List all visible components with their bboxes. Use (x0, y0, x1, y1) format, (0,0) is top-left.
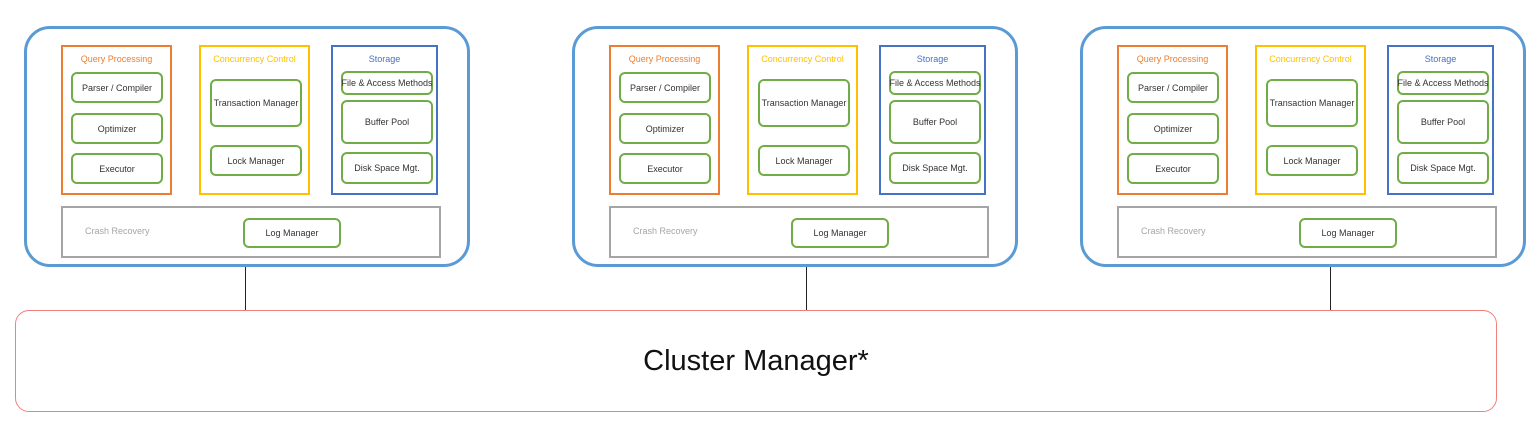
crash-recovery-title: Crash Recovery (1141, 226, 1206, 236)
storage-group: Storage File & Access Methods Buffer Poo… (1387, 45, 1494, 195)
disk-space-mgt-box: Disk Space Mgt. (889, 152, 981, 184)
lock-manager-box: Lock Manager (1266, 145, 1358, 176)
query-processing-group: Query Processing Parser / Compiler Optim… (1117, 45, 1228, 195)
executor-box: Executor (619, 153, 711, 184)
executor-box: Executor (71, 153, 163, 184)
concurrency-control-group: Concurrency Control Transaction Manager … (747, 45, 858, 195)
parser-compiler-box: Parser / Compiler (1127, 72, 1219, 103)
disk-space-mgt-box: Disk Space Mgt. (1397, 152, 1489, 184)
storage-title: Storage (368, 54, 401, 64)
query-processing-title: Query Processing (628, 54, 701, 64)
connector-line-1 (245, 267, 246, 310)
query-processing-group: Query Processing Parser / Compiler Optim… (61, 45, 172, 195)
buffer-pool-box: Buffer Pool (341, 100, 433, 144)
storage-title: Storage (916, 54, 949, 64)
storage-title: Storage (1424, 54, 1457, 64)
disk-space-mgt-box: Disk Space Mgt. (341, 152, 433, 184)
log-manager-box: Log Manager (791, 218, 889, 248)
parser-compiler-box: Parser / Compiler (619, 72, 711, 103)
lock-manager-box: Lock Manager (758, 145, 850, 176)
concurrency-control-group: Concurrency Control Transaction Manager … (199, 45, 310, 195)
optimizer-box: Optimizer (1127, 113, 1219, 144)
connector-line-2 (806, 267, 807, 310)
transaction-manager-box: Transaction Manager (1266, 79, 1358, 127)
concurrency-control-group: Concurrency Control Transaction Manager … (1255, 45, 1366, 195)
cluster-manager-label: Cluster Manager* (643, 344, 869, 377)
db-node-3: Query Processing Parser / Compiler Optim… (1080, 26, 1526, 267)
cluster-manager-box: Cluster Manager* (15, 310, 1497, 412)
query-processing-group: Query Processing Parser / Compiler Optim… (609, 45, 720, 195)
connector-line-3 (1330, 267, 1331, 310)
transaction-manager-box: Transaction Manager (758, 79, 850, 127)
lock-manager-box: Lock Manager (210, 145, 302, 176)
crash-recovery-group: Crash Recovery Log Manager (61, 206, 441, 258)
file-access-methods-box: File & Access Methods (1397, 71, 1489, 95)
log-manager-box: Log Manager (1299, 218, 1397, 248)
buffer-pool-box: Buffer Pool (1397, 100, 1489, 144)
transaction-manager-box: Transaction Manager (210, 79, 302, 127)
storage-group: Storage File & Access Methods Buffer Poo… (879, 45, 986, 195)
query-processing-title: Query Processing (80, 54, 153, 64)
optimizer-box: Optimizer (71, 113, 163, 144)
buffer-pool-box: Buffer Pool (889, 100, 981, 144)
optimizer-box: Optimizer (619, 113, 711, 144)
crash-recovery-group: Crash Recovery Log Manager (1117, 206, 1497, 258)
file-access-methods-box: File & Access Methods (341, 71, 433, 95)
query-processing-title: Query Processing (1136, 54, 1209, 64)
db-node-2: Query Processing Parser / Compiler Optim… (572, 26, 1018, 267)
log-manager-box: Log Manager (243, 218, 341, 248)
concurrency-control-title: Concurrency Control (761, 54, 844, 64)
db-node-1: Query Processing Parser / Compiler Optim… (24, 26, 470, 267)
crash-recovery-title: Crash Recovery (85, 226, 150, 236)
concurrency-control-title: Concurrency Control (1269, 54, 1352, 64)
concurrency-control-title: Concurrency Control (213, 54, 296, 64)
file-access-methods-box: File & Access Methods (889, 71, 981, 95)
storage-group: Storage File & Access Methods Buffer Poo… (331, 45, 438, 195)
crash-recovery-title: Crash Recovery (633, 226, 698, 236)
parser-compiler-box: Parser / Compiler (71, 72, 163, 103)
executor-box: Executor (1127, 153, 1219, 184)
crash-recovery-group: Crash Recovery Log Manager (609, 206, 989, 258)
